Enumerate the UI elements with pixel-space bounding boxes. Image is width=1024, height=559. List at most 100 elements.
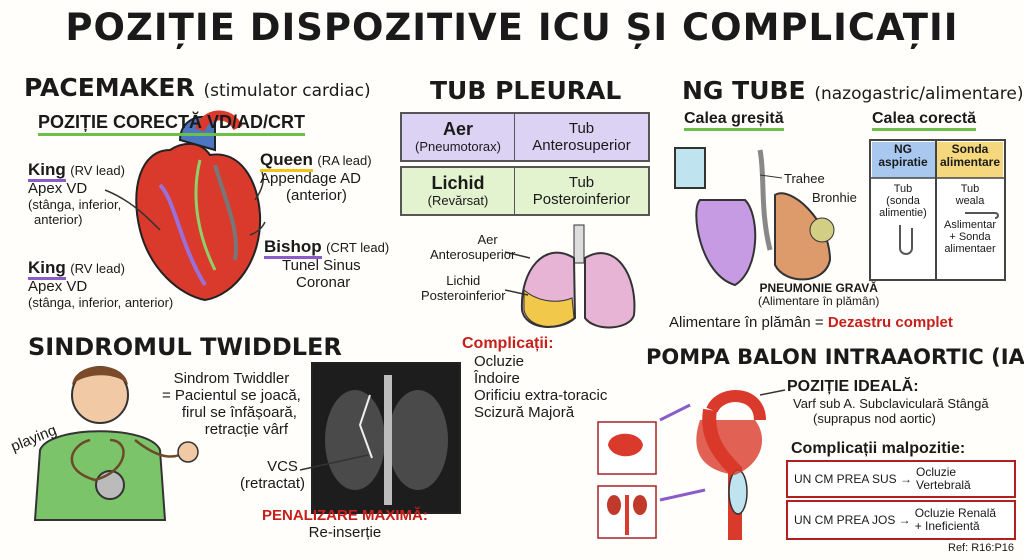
pacemaker-title: PACEMAKER xyxy=(24,73,195,102)
twiddler-d2: = Pacientul se joacă, xyxy=(162,387,301,404)
ng-col2-body: Tub weala Aslimentar + Sonda alimentaer xyxy=(937,183,1003,255)
too-low-r2: + Ineficientă xyxy=(914,519,980,533)
vcs-title: VCS xyxy=(267,458,298,475)
ng-subtitle: (nazogastric/alimentare) xyxy=(814,84,1024,104)
pleural-complications: Complicații: Ocluzie Îndoire Orificiu ex… xyxy=(462,335,607,421)
lungs-illustration xyxy=(504,224,636,329)
complication-item: Scizură Majoră xyxy=(474,404,575,421)
complication-item: Îndoire xyxy=(474,370,520,387)
too-low-result: Ocluzie Renală + Ineficientă xyxy=(915,507,996,533)
fluid-sublabel: (Revărsat) xyxy=(427,193,489,208)
fluid-tube-2: Posteroinferior xyxy=(532,191,631,208)
king2-label: King xyxy=(28,258,66,280)
patient-illustration xyxy=(33,366,199,521)
bishop-desc-1: Tunel Sinus xyxy=(282,257,361,274)
air-label: Aer xyxy=(442,119,473,139)
iabp-too-low: UN CM PREA JOS → Ocluzie Renală + Inefic… xyxy=(786,500,1016,540)
too-high-r2: Vertebrală xyxy=(916,478,971,492)
ng-wrong-illustration xyxy=(674,147,835,287)
air-sublabel: (Pneumotorax) xyxy=(415,139,501,154)
pneumonia-title: PNEUMONIE GRAVĂ xyxy=(759,281,878,295)
ng-col1-body: Tub (sonda alimentie) xyxy=(872,183,934,219)
complication-item: Orificiu extra-toracic xyxy=(474,387,608,404)
trahee-label: Trahee xyxy=(784,171,825,186)
too-low-label: UN CM PREA JOS → xyxy=(794,513,911,527)
king-lead-2: King (RV lead) Apex VD (stânga, inferior… xyxy=(28,258,173,310)
twiddler-d3: firul se înfășoară, xyxy=(181,404,297,421)
feeding-warning: Alimentare în plămân = Dezastru complet xyxy=(669,314,953,331)
page-title: POZIȚIE DISPOZITIVE ICU ȘI COMPLICAȚII xyxy=(65,6,959,49)
twiddler-heading: SINDROMUL TWIDDLER xyxy=(28,333,342,361)
king2-desc-2: (stânga, inferior, anterior) xyxy=(28,295,174,310)
col2-b4: + Sonda xyxy=(949,231,991,243)
pleural-heading: TUB PLEURAL xyxy=(430,76,622,105)
bishop-label: Bishop xyxy=(264,237,322,259)
king-desc-1: Apex VD xyxy=(28,180,88,197)
pacemaker-position: POZIȚIE CORECTĂ VD/AD/CRT xyxy=(38,112,306,136)
col2-b1: Tub xyxy=(960,183,980,195)
reinsert-text: Re-inserție xyxy=(308,524,382,541)
pneumonia-note: PNEUMONIE GRAVĂ (Alimentare în plămân) xyxy=(758,282,879,308)
king2-desc-1: Apex VD xyxy=(28,278,88,295)
fluid-pos-2: Posteroinferior xyxy=(421,288,506,303)
ideal-title: POZIȚIE IDEALĂ: xyxy=(787,378,919,395)
feeding-text: Alimentare în plămân = xyxy=(669,314,824,331)
air-tube-1: Tub xyxy=(568,120,595,137)
vcs-sub: (retractat) xyxy=(240,475,306,492)
air-tube-2: Anterosuperior xyxy=(532,137,631,154)
bishop-desc-2: Coronar xyxy=(296,274,351,291)
too-high-r1: Ocluzie xyxy=(916,465,957,479)
ng-title: NG TUBE xyxy=(682,76,806,105)
air-pos-1: Aer xyxy=(477,232,498,247)
queen-tag: (RA lead) xyxy=(317,153,372,168)
complications-title: Complicații: xyxy=(462,335,554,352)
queen-desc-2: (anterior) xyxy=(286,187,347,204)
king-desc-3: anterior) xyxy=(34,212,83,227)
pneumonia-sub: (Alimentare în plămân) xyxy=(758,294,880,308)
col2-h1: Sonda xyxy=(951,142,989,156)
fluid-pos-1: Lichid xyxy=(446,273,481,288)
col1-b2: (sonda xyxy=(886,195,920,207)
vcs-label: VCS (retractat) xyxy=(240,458,305,492)
fluid-position: Lichid Posteroinferior xyxy=(421,273,506,303)
iabp-illustration xyxy=(597,389,786,540)
king-label: King xyxy=(28,160,66,182)
ng-heading: NG TUBE (nazogastric/alimentare) xyxy=(682,76,1023,105)
col2-b5: alimentaer xyxy=(944,243,996,255)
air-position: Aer Anterosuperior xyxy=(430,232,515,262)
ng-col2-header: Sonda alimentare xyxy=(937,143,1003,169)
fluid-label: Lichid xyxy=(431,173,485,193)
col1-h1: NG xyxy=(894,142,912,156)
king-tag: (RV lead) xyxy=(70,163,125,178)
fluid-tube-1: Tub xyxy=(568,174,595,191)
disaster-text: Dezastru complet xyxy=(827,314,953,331)
col1-b3: alimentie) xyxy=(879,207,927,219)
iabp-heading: POMPA BALON INTRAAORTIC (IABP) xyxy=(646,345,1024,369)
chest-xray-illustration xyxy=(299,362,461,514)
col2-b2: weala xyxy=(955,195,985,207)
heart-illustration xyxy=(104,110,266,302)
col2-b3: Aslimentar xyxy=(944,219,996,231)
bishop-tag: (CRT lead) xyxy=(326,240,390,255)
ideal-l2: (suprapus nod aortic) xyxy=(813,411,936,426)
queen-lead: Queen (RA lead) Appendage AD (anterior) xyxy=(260,150,372,204)
col2-h2: alimentare xyxy=(939,155,1001,169)
bronhie-label: Bronhie xyxy=(812,190,857,205)
iabp-ideal: POZIȚIE IDEALĂ: Varf sub A. Subclavicula… xyxy=(787,378,989,426)
king-desc-2: (stânga, inferior, xyxy=(28,197,122,212)
queen-desc-1: Appendage AD xyxy=(260,170,361,187)
king-lead-1: King (RV lead) Apex VD (stânga, inferior… xyxy=(28,160,125,227)
too-high-label: UN CM PREA SUS → xyxy=(794,472,913,486)
iabp-too-high: UN CM PREA SUS → Ocluzie Vertebrală xyxy=(786,460,1016,498)
pacemaker-heading: PACEMAKER (stimulator cardiac) xyxy=(24,73,371,102)
ng-correct-table xyxy=(869,139,1006,281)
air-pos-2: Anterosuperior xyxy=(430,247,516,262)
ideal-l1: Varf sub A. Subclaviculară Stângă xyxy=(793,396,989,411)
ng-wrong-path: Calea greșită xyxy=(684,110,784,131)
twiddler-d4: retracție vârf xyxy=(204,421,289,438)
too-low-r1: Ocluzie Renală xyxy=(914,506,997,520)
penalty-note: PENALIZARE MAXIMĂ: Re-inserție xyxy=(262,507,428,541)
